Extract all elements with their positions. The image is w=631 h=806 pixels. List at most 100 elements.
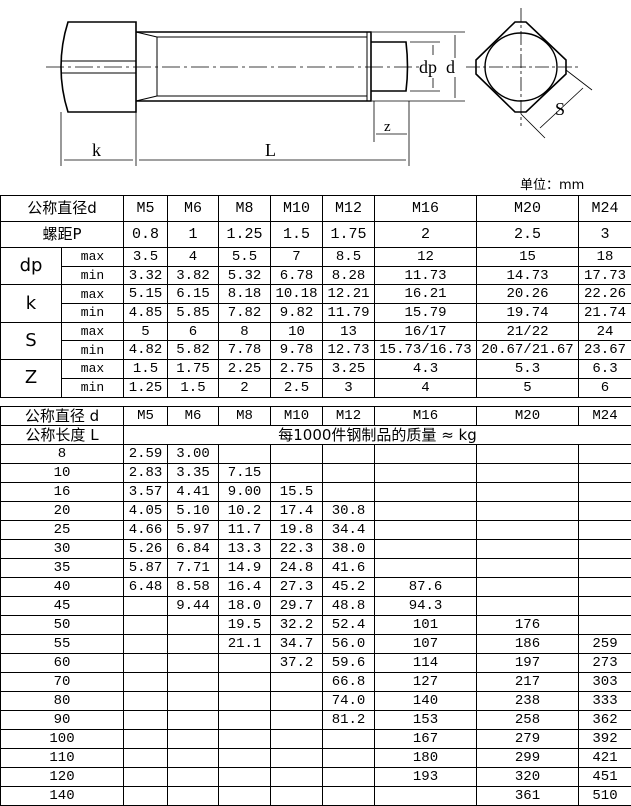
mass-value (374, 501, 477, 521)
param-value: 7 (270, 247, 323, 267)
limit-label: min (61, 377, 124, 398)
size-header: M10 (270, 406, 323, 426)
mass-value: 30.8 (322, 501, 375, 521)
mass-value: 2.83 (123, 463, 168, 483)
param-value: 20.26 (476, 284, 579, 305)
mass-value: 4.05 (123, 501, 168, 521)
param-value: 12.73 (322, 340, 375, 361)
mass-value (218, 767, 271, 787)
param-value: 5.3 (476, 359, 579, 379)
param-value: 2.5 (270, 377, 323, 398)
param-value: 3.25 (322, 359, 375, 379)
mass-value: 3.57 (123, 482, 168, 502)
pitch-value: 2 (374, 221, 477, 248)
param-label: S (0, 321, 62, 361)
length-value: 25 (0, 520, 124, 540)
param-value: 3 (322, 377, 375, 398)
label-d: d (446, 57, 455, 77)
mass-value: 19.5 (218, 615, 271, 635)
mass-value: 451 (578, 767, 631, 787)
param-value: 6 (167, 321, 219, 342)
mass-value: 9.44 (167, 596, 219, 616)
mass-value: 5.97 (167, 520, 219, 540)
square-head-end-view (475, 21, 567, 113)
param-value: 2.75 (270, 359, 323, 379)
param-value: 15.79 (374, 303, 477, 323)
length-value: 80 (0, 691, 124, 711)
mass-value (270, 463, 323, 483)
mass-value (218, 444, 271, 464)
mass-value: 333 (578, 691, 631, 711)
param-value: 20.67/21.67 (476, 340, 579, 361)
mass-value (322, 729, 375, 749)
size-header: M16 (374, 406, 477, 426)
length-value: 35 (0, 558, 124, 578)
mass-value: 5.26 (123, 539, 168, 559)
mass-value: 37.2 (270, 653, 323, 673)
length-value: 45 (0, 596, 124, 616)
mass-value: 197 (476, 653, 579, 673)
param-value: 5.32 (218, 265, 271, 286)
mass-value (322, 767, 375, 787)
mass-value (270, 748, 323, 768)
mass-value (578, 558, 631, 578)
mass-value: 4.66 (123, 520, 168, 540)
mass-value (374, 520, 477, 540)
param-value: 4 (374, 377, 477, 398)
param-value: 10 (270, 321, 323, 342)
mass-value (578, 539, 631, 559)
mass-value: 258 (476, 710, 579, 730)
mass-value: 2.59 (123, 444, 168, 464)
limit-label: min (61, 303, 124, 323)
mass-value (476, 539, 579, 559)
nominal-diameter-label: 公称直径d (0, 195, 124, 222)
length-value: 40 (0, 577, 124, 597)
mass-value (476, 577, 579, 597)
mass-value (167, 767, 219, 787)
size-header: M10 (270, 195, 323, 222)
pitch-value: 1.25 (218, 221, 271, 248)
mass-value (218, 710, 271, 730)
param-value: 22.26 (578, 284, 631, 305)
param-label: dp (0, 246, 62, 286)
param-value: 3.82 (167, 265, 219, 286)
label-L: L (265, 140, 276, 160)
size-header: M5 (123, 195, 168, 222)
mass-value (123, 653, 168, 673)
label-k: k (92, 140, 101, 160)
size-header: M12 (322, 195, 375, 222)
param-value: 8 (218, 321, 271, 342)
mass-value (167, 786, 219, 806)
mass-value (218, 691, 271, 711)
mass-value: 32.2 (270, 615, 323, 635)
bolt-shank (136, 31, 372, 102)
param-value: 7.82 (218, 303, 271, 323)
mass-value (476, 444, 579, 464)
mass-value (123, 729, 168, 749)
mass-value (218, 748, 271, 768)
mass-value (123, 748, 168, 768)
size-header: M6 (167, 406, 219, 426)
length-value: 20 (0, 501, 124, 521)
mass-value (270, 767, 323, 787)
mass-value: 4.41 (167, 482, 219, 502)
mass-value: 107 (374, 634, 477, 654)
size-header: M5 (123, 406, 168, 426)
length-value: 120 (0, 767, 124, 787)
mass-value (123, 786, 168, 806)
param-value: 1.5 (167, 377, 219, 398)
length-value: 10 (0, 463, 124, 483)
mass-value: 392 (578, 729, 631, 749)
param-value: 5.85 (167, 303, 219, 323)
length-value: 110 (0, 748, 124, 768)
